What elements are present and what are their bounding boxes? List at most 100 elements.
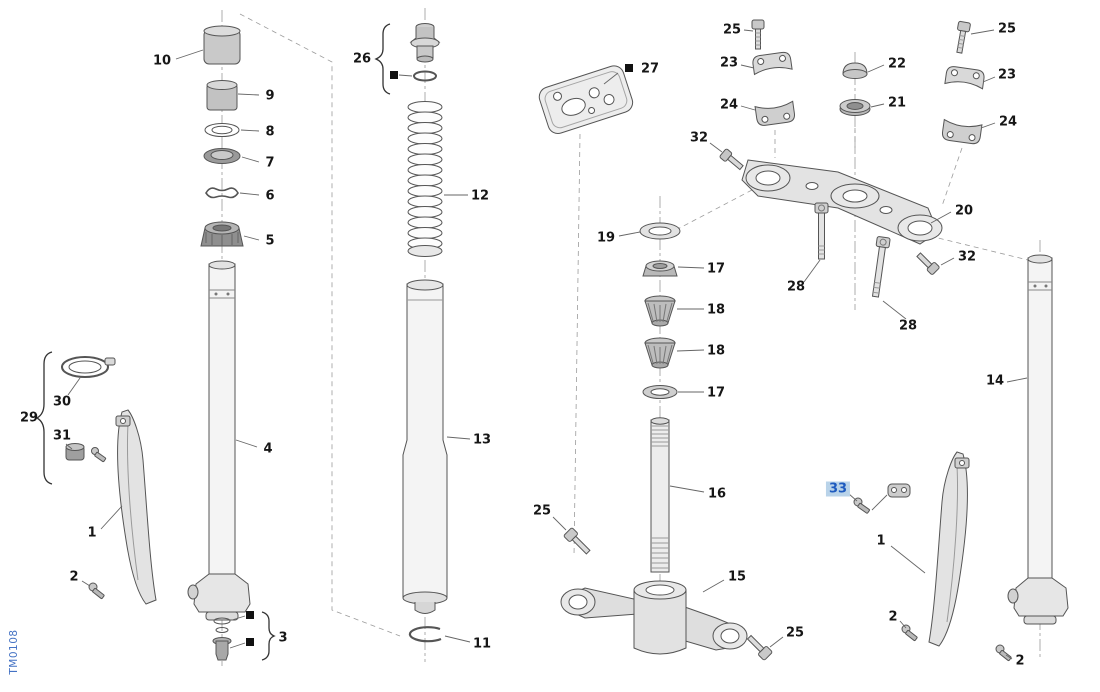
part-25-screw-top-right: [956, 20, 971, 54]
part-label-12: 12: [470, 188, 490, 204]
part-label-25: 25: [722, 22, 742, 38]
part-18-bearing-upper: [644, 295, 676, 327]
part-11-circlip: [408, 626, 442, 643]
part-label-18: 18: [706, 343, 726, 359]
part-label-9: 9: [265, 88, 275, 104]
construction-lines: [239, 13, 1029, 637]
part-25-screw-mid-right: [746, 634, 773, 661]
part-23-clamp-upper-left: [752, 51, 793, 76]
part-label-6: 6: [265, 188, 275, 204]
part-label-1: 1: [87, 525, 97, 541]
revision-marker: [625, 64, 633, 72]
bracket-26: [374, 23, 391, 95]
part-8-washer: [204, 123, 240, 137]
bracket-29: [35, 351, 53, 485]
part-label-33: 33: [825, 481, 851, 497]
part-20-upper-triple-clamp: [741, 159, 943, 245]
part-label-11: 11: [472, 636, 492, 652]
part-18-bearing-lower: [644, 337, 676, 369]
part-33-bracket: [887, 483, 911, 498]
part-label-8: 8: [265, 124, 275, 140]
leader-lines: [65, 29, 1028, 660]
part-1-fork-guard-right: [928, 451, 970, 647]
part-28-bolt-left: [814, 202, 829, 260]
part-25-screw-top-left: [751, 19, 765, 50]
part-label-3: 3: [278, 630, 288, 646]
part-label-24: 24: [719, 97, 739, 113]
part-label-25: 25: [997, 21, 1017, 37]
part-label-23: 23: [997, 67, 1017, 83]
part-1-fork-guard-left: [115, 409, 157, 605]
part-7-oil-seal: [203, 148, 241, 164]
revision-marker: [246, 611, 254, 619]
part-label-25: 25: [785, 625, 805, 641]
part-label-28: 28: [786, 279, 806, 295]
part-label-21: 21: [887, 95, 907, 111]
part-label-31: 31: [52, 428, 72, 444]
part-label-2: 2: [888, 609, 898, 625]
part-label-32: 32: [957, 249, 977, 265]
part-label-23: 23: [719, 55, 739, 71]
part-21-stem-nut: [839, 99, 871, 116]
part-13-inner-tube: [402, 279, 448, 614]
part-label-28: 28: [898, 318, 918, 334]
part-label-22: 22: [887, 56, 907, 72]
part-label-19: 19: [596, 230, 616, 246]
watermark-code: TM0108: [8, 629, 20, 675]
part-28-bolt-right: [871, 236, 891, 298]
part-19-washer: [639, 222, 681, 240]
part-label-26: 26: [352, 51, 372, 67]
part-31-plug: [65, 443, 107, 463]
part-label-10: 10: [152, 53, 172, 69]
part-label-20: 20: [954, 203, 974, 219]
part-label-15: 15: [727, 569, 747, 585]
part-label-25: 25: [532, 503, 552, 519]
part-25-screw-mid-left: [563, 527, 591, 555]
part-10-cap: [203, 25, 241, 65]
part-label-2: 2: [69, 569, 79, 585]
part-14-fork-leg-right: [1007, 254, 1069, 625]
revision-marker: [390, 71, 398, 79]
part-9-spacer: [206, 80, 238, 111]
part-23-clamp-upper-right: [944, 66, 985, 90]
part-24-clamp-lower-left: [754, 100, 795, 126]
part-2-screw-right-a: [901, 624, 918, 642]
part-30-clamp-ring: [61, 356, 116, 378]
part-17-seal-upper: [642, 260, 678, 277]
part-32-bolt-left: [719, 148, 744, 171]
part-2-screw-right-b: [995, 644, 1012, 662]
part-label-27: 27: [640, 61, 660, 77]
part-label-30: 30: [52, 394, 72, 410]
part-label-24: 24: [998, 114, 1018, 130]
part-label-18: 18: [706, 302, 726, 318]
part-32-bolt-right: [916, 252, 940, 275]
part-label-5: 5: [265, 233, 275, 249]
part-27-gasket-plate: [538, 65, 634, 135]
part-12-spring: [407, 101, 443, 257]
part-3-adjuster-set: [212, 617, 232, 661]
part-label-17: 17: [706, 261, 726, 277]
bracket-3: [261, 611, 276, 661]
part-15-lower-triple-clamp: [560, 580, 748, 655]
part-label-16: 16: [707, 486, 727, 502]
part-6-retaining-clip: [205, 187, 239, 199]
part-4-outer-tube: [187, 260, 251, 621]
part-2-screw-left: [88, 582, 105, 600]
part-5-dust-seal: [200, 221, 244, 247]
part-label-4: 4: [263, 441, 273, 457]
part-label-1: 1: [876, 533, 886, 549]
part-24-clamp-lower-right: [941, 118, 983, 145]
part-label-32: 32: [689, 130, 709, 146]
part-22-dome-cap: [842, 62, 868, 79]
part-label-17: 17: [706, 385, 726, 401]
part-label-29: 29: [19, 410, 39, 426]
part-26-cap-assembly: [409, 23, 441, 82]
part-16-steering-stem: [650, 417, 670, 573]
part-label-14: 14: [985, 373, 1005, 389]
part-label-2: 2: [1015, 653, 1025, 669]
part-label-7: 7: [265, 155, 275, 171]
part-17-seal-lower: [642, 385, 678, 399]
part-label-13: 13: [472, 432, 492, 448]
